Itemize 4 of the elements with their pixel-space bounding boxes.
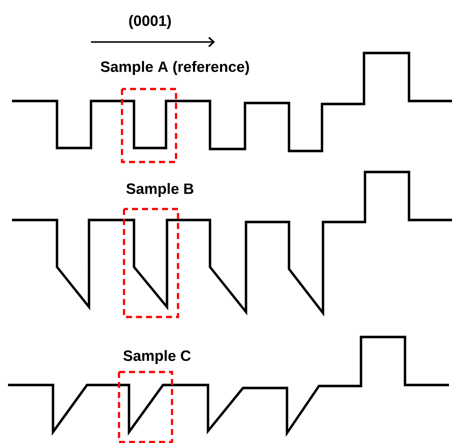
sample-label: Sample A (reference) (100, 61, 249, 75)
direction-label: (0001) (129, 15, 171, 29)
sample-label: Sample C (123, 350, 191, 364)
sample-label: Sample B (126, 183, 194, 197)
